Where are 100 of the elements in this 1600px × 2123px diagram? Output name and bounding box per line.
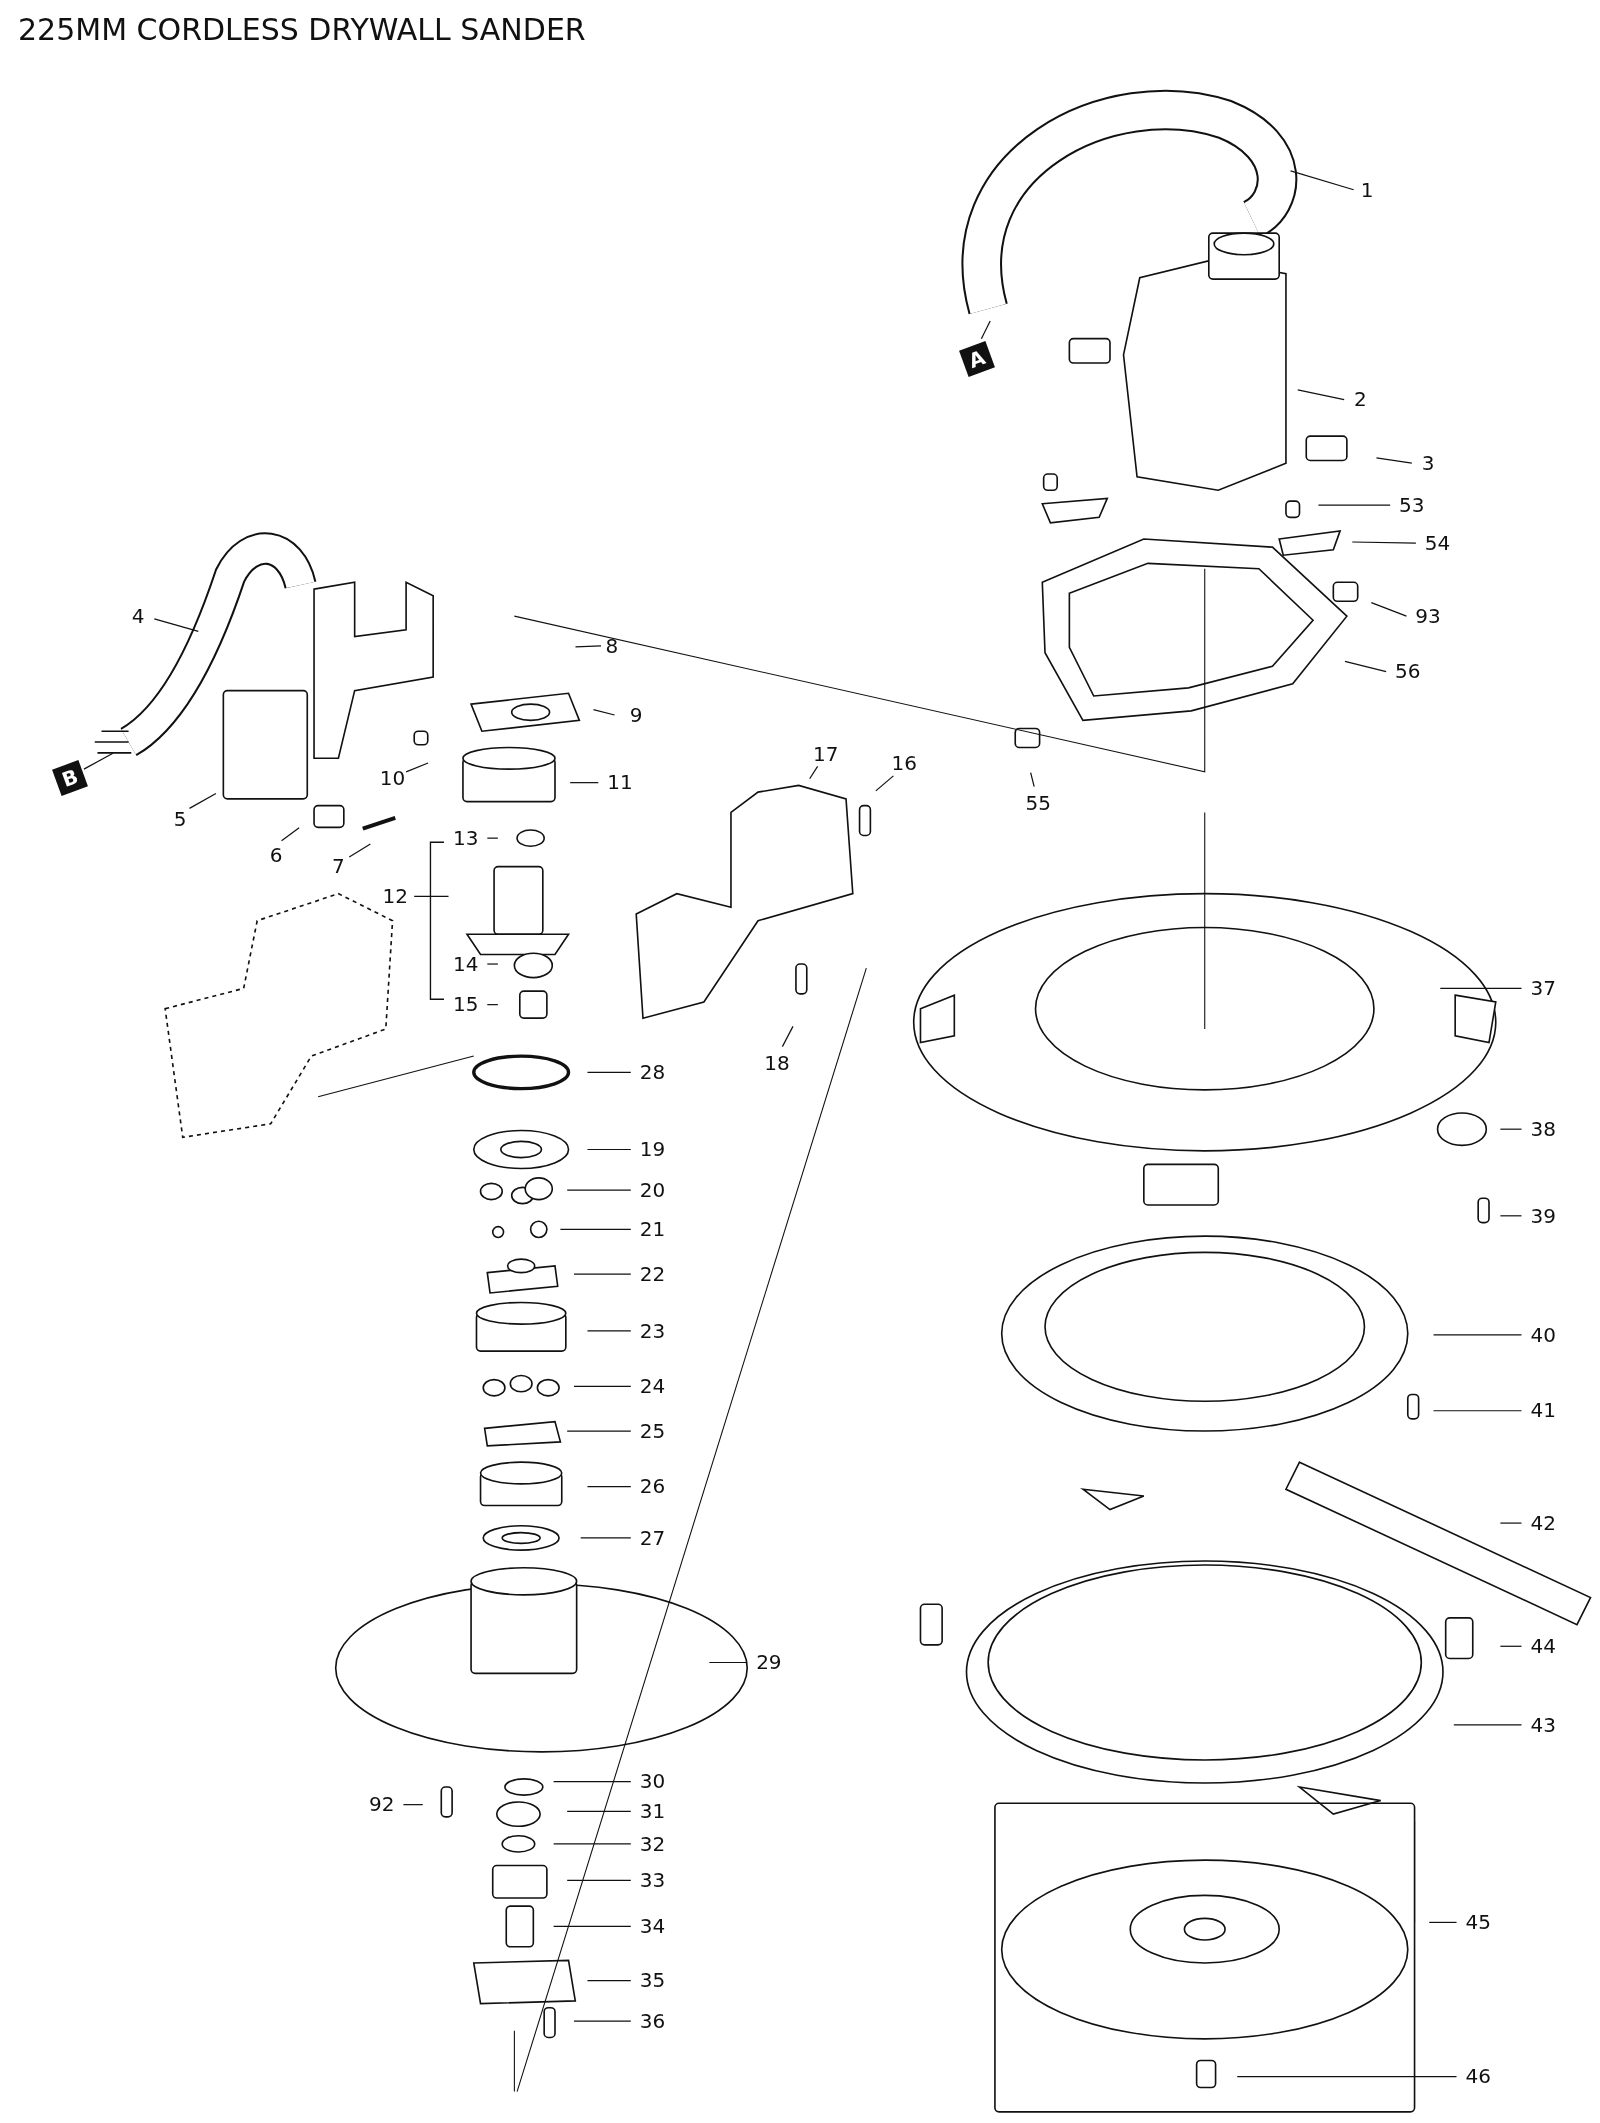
leader-line [1297,389,1345,401]
callout-number: 42 [1530,1511,1556,1534]
leader-line [580,1537,632,1539]
leader-line [348,843,371,858]
leader-line [566,1810,632,1813]
callout-number: 39 [1530,1204,1556,1227]
leader-line [153,618,199,632]
callout-number: 92 [369,1793,395,1816]
leader-line [781,1025,794,1048]
callout-number: 32 [639,1832,666,1855]
leader-line [875,775,894,792]
leader-line [1499,1128,1523,1130]
callout-number: 46 [1465,2065,1491,2088]
leader-line [586,1980,632,1982]
leader-line [586,1485,632,1488]
leader-line [1453,1724,1523,1726]
callout-number: 54 [1424,531,1451,554]
callout-number: 43 [1530,1713,1556,1736]
callout-number: 37 [1530,977,1556,1000]
callout-number: 41 [1530,1399,1556,1422]
reference-letter-tag: B [52,760,89,797]
leader-line [1439,987,1523,989]
callout-number: 5 [173,807,187,830]
leader-line [980,320,991,340]
callout-number: 55 [1025,791,1051,814]
leader-line [486,963,499,965]
leader-line [586,1071,632,1073]
callout-number: 18 [764,1051,790,1074]
callout-number: 31 [639,1800,666,1823]
leader-line [1370,602,1408,617]
callout-number: 10 [379,767,406,790]
callout-number: 20 [639,1178,666,1201]
leader-line [553,1781,632,1783]
leader-line [1375,457,1413,464]
callout-number: 35 [639,1969,666,1992]
callout-number: 2 [1354,388,1367,411]
callout-number: 22 [639,1262,666,1285]
callout-number: 17 [813,742,839,765]
callout-number: 29 [756,1651,782,1674]
leader-line [1351,541,1417,544]
callout-number: 44 [1530,1635,1556,1657]
leader-line [83,752,114,770]
leader-line [573,1273,632,1275]
callout-number: 30 [639,1770,666,1793]
leader-line [1499,1645,1523,1647]
leader-line [1428,1921,1458,1923]
leader-line [553,1925,632,1928]
leader-line [586,1148,632,1151]
callout-number: 40 [1530,1323,1556,1346]
callout-number: 9 [629,703,643,726]
callout-number: 13 [452,826,479,849]
leader-line [708,1661,748,1664]
callout-number: 23 [639,1319,666,1342]
leader-line [553,1843,632,1845]
leader-line [486,1004,499,1006]
leader-line [486,837,499,839]
leader-line [188,792,217,809]
leader-line [1030,772,1035,788]
leader-line [280,827,300,842]
leader-line [566,1430,632,1432]
callout-number: 45 [1465,1911,1491,1934]
callout-number: 26 [639,1475,666,1498]
callout-number: 93 [1415,604,1441,627]
callout-number: 56 [1395,660,1421,683]
callout-number: 28 [639,1061,666,1084]
callout-number: 1 [1360,178,1374,201]
leader-line [1289,170,1355,191]
leader-line [809,765,819,780]
leader-line [1317,504,1391,506]
callout-number: 7 [332,855,345,878]
leader-line [574,645,602,648]
leader-line [592,709,616,716]
leader-line [566,1879,632,1882]
leader-line [413,895,450,897]
callout-number: 16 [891,752,917,775]
leader-line [586,1330,632,1332]
callout-number: 6 [269,844,283,867]
leader-line [402,1804,424,1806]
leader-line [559,1228,632,1230]
callout-number: 53 [1399,493,1425,516]
title: 225MM CORDLESS DRYWALL SANDER [18,12,586,47]
callout-number: 27 [639,1526,666,1549]
leader-line [1236,2076,1458,2078]
callout-number: 34 [639,1915,666,1938]
callout-number: 19 [639,1138,666,1161]
callout-number: 4 [131,604,145,627]
callout-number: 14 [452,952,479,975]
callout-number: 25 [639,1419,666,1442]
callout-number: 12 [382,885,408,908]
callout-number: 21 [639,1218,666,1241]
callout-number: 33 [639,1869,666,1892]
leader-line [1432,1334,1523,1336]
leader-line [1499,1215,1523,1217]
callout-number: 36 [639,2009,666,2032]
reference-letter-tag: A [959,340,996,377]
callout-number: 8 [605,634,619,657]
leader-line [569,782,599,784]
callout-number: 15 [452,993,479,1016]
leader-line [573,2020,632,2022]
leader-line [1432,1410,1523,1412]
